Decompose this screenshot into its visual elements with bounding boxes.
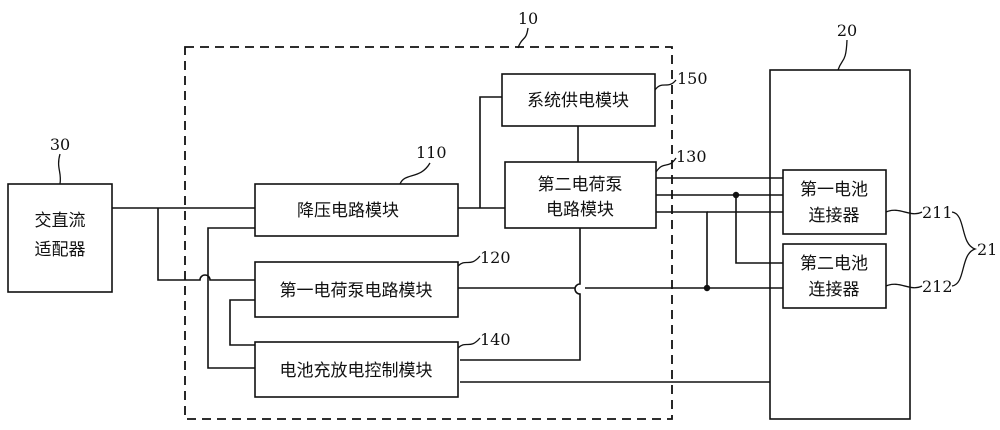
second-charge-pump-box: [504, 161, 657, 229]
second-pump-label-line2: 电路模块: [546, 200, 614, 220]
junction-dot: [732, 191, 740, 199]
adapter-box: [7, 183, 113, 293]
ref-adapter: 30: [50, 135, 70, 154]
first-pump-label: 第一电荷泵电路模块: [280, 281, 433, 301]
system-power-module-box: [501, 73, 656, 127]
ref-sys: 150: [677, 69, 708, 88]
ref-connectors: 21: [977, 240, 997, 259]
system-power-label: 系统供电模块: [527, 91, 629, 111]
device-boundary: [184, 46, 673, 420]
first-charge-pump-box: [254, 261, 459, 318]
ref-pump2: 130: [676, 147, 707, 166]
ref-connector2: 212: [922, 277, 953, 296]
ref-buck: 110: [416, 143, 447, 162]
connector2-label-line1: 第二电池: [800, 254, 868, 274]
ref-battery-pack: 20: [837, 21, 857, 40]
connector1-label-line2: 连接器: [809, 206, 860, 226]
adapter-label-line2: 适配器: [35, 240, 86, 260]
adapter-label-line1: 交直流: [35, 211, 86, 231]
ref-pump1: 120: [480, 248, 511, 267]
battery-connector-2-box: [782, 243, 887, 309]
buck-module-label: 降压电路模块: [297, 201, 399, 221]
reference-leaders: [57, 27, 978, 349]
ref-connector1: 211: [922, 203, 953, 222]
battery-control-module-box: [254, 341, 459, 398]
battery-connector-1-box: [782, 169, 887, 235]
battery-control-label: 电池充放电控制模块: [280, 361, 433, 381]
second-pump-label-line1: 第二电荷泵: [538, 175, 623, 195]
connector1-label-line1: 第一电池: [800, 180, 868, 200]
buck-module-box: [254, 183, 459, 237]
ref-bms: 140: [480, 330, 511, 349]
ref-device: 10: [518, 9, 538, 28]
junction-dot: [703, 284, 711, 292]
connector2-label-line2: 连接器: [809, 280, 860, 300]
wiring: [112, 96, 783, 383]
